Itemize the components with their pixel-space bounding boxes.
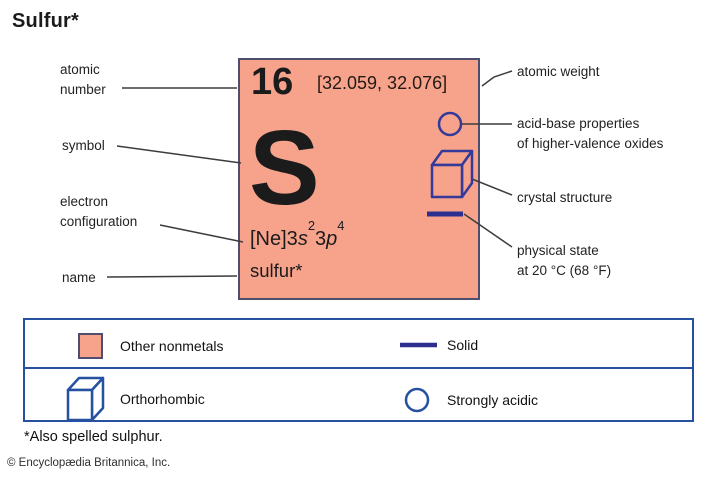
- label-acid-base: acid-base properties of higher-valence o…: [517, 114, 663, 154]
- legend-other-nonmetals-label: Other nonmetals: [120, 338, 224, 354]
- econf-base1: [Ne]3: [250, 228, 298, 250]
- label-atomic-number-line1: atomic: [60, 62, 100, 77]
- leader-name: [106, 275, 238, 278]
- label-physical-state-line2: at 20 °C (68 °F): [517, 263, 612, 278]
- econf-superscript-4: 4: [337, 218, 345, 234]
- econf-base2: 3: [315, 228, 327, 250]
- label-acid-base-line1: acid-base properties: [517, 116, 640, 131]
- label-crystal-structure: crystal structure: [517, 190, 613, 205]
- label-atomic-number-line2: number: [60, 82, 106, 97]
- legend-divider: [23, 367, 694, 369]
- label-symbol: symbol: [62, 138, 105, 153]
- legend-solid-label: Solid: [447, 337, 479, 353]
- econf-orbital-p: p: [326, 228, 338, 250]
- label-electron-line2: configuration: [60, 214, 138, 229]
- element-symbol: S: [249, 109, 320, 227]
- label-physical-state-line1: physical state: [517, 243, 599, 258]
- copyright: © Encyclopædia Britannica, Inc.: [7, 457, 171, 469]
- econf-orbital-s: s: [297, 228, 308, 250]
- leader-electron-configuration: [159, 224, 244, 243]
- legend-strongly-acidic-label: Strongly acidic: [447, 392, 539, 408]
- leader-atomic-weight: [481, 70, 513, 87]
- atomic-number-value: 16: [251, 61, 294, 103]
- econf-superscript-2: 2: [307, 218, 316, 234]
- other-nonmetals-swatch: [78, 333, 103, 359]
- page-title: Sulfur*: [12, 10, 79, 32]
- label-electron-line1: electron: [60, 194, 109, 209]
- label-atomic-number: atomic number: [60, 60, 106, 100]
- legend-orthorhombic-label: Orthorhombic: [120, 391, 205, 407]
- label-name: name: [62, 270, 96, 285]
- label-acid-base-line2: of higher-valence oxides: [517, 136, 664, 151]
- label-electron-configuration: electron configuration: [60, 192, 137, 232]
- footnote: *Also spelled sulphur.: [24, 429, 163, 445]
- label-atomic-weight: atomic weight: [517, 64, 600, 79]
- legend-box: [23, 318, 694, 422]
- electron-configuration-value: [Ne]3s23p4: [250, 219, 345, 251]
- label-physical-state: physical state at 20 °C (68 °F): [517, 241, 611, 281]
- element-name: sulfur*: [250, 260, 303, 281]
- atomic-weight-value: [32.059, 32.076]: [317, 73, 448, 93]
- leader-symbol: [116, 145, 242, 164]
